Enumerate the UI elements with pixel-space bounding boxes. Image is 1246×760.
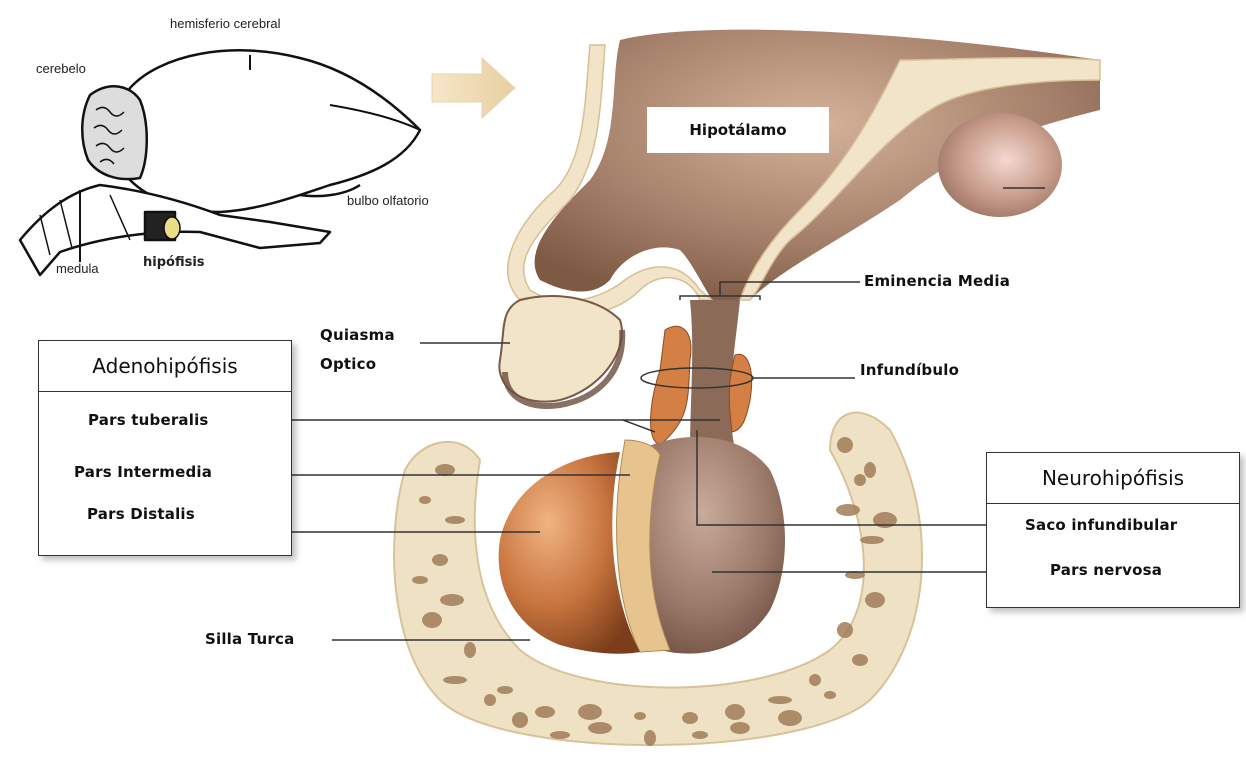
bone-pore xyxy=(644,730,656,746)
mammillary-bulb xyxy=(938,113,1062,217)
bone-pore xyxy=(497,686,513,694)
bone-pore xyxy=(837,437,853,453)
label-hipotalamo: Hipotálamo xyxy=(647,107,829,153)
label-medula: medula xyxy=(56,261,99,276)
bone-pore xyxy=(778,710,802,726)
bone-pore xyxy=(725,704,745,720)
bone-pore xyxy=(824,691,836,699)
label-saco-infundibular: Saco infundibular xyxy=(1025,516,1177,534)
bone-pore xyxy=(419,496,431,504)
label-pars-intermedia: Pars Intermedia xyxy=(74,463,212,481)
bone-pore xyxy=(443,676,467,684)
bone-pore xyxy=(484,694,496,706)
bone-pore xyxy=(768,696,792,704)
brain-sketch xyxy=(20,50,420,275)
bone-pore xyxy=(682,712,698,724)
bone-pore xyxy=(445,516,465,524)
adenohipofisis-box: Adenohipófisis xyxy=(38,340,292,556)
label-bulbo-olfatorio: bulbo olfatorio xyxy=(347,193,429,208)
bone-pore xyxy=(854,474,866,486)
bone-pore xyxy=(634,712,646,720)
bone-pore xyxy=(435,464,455,476)
label-eminencia-media: Eminencia Media xyxy=(864,272,1010,290)
pointer-arrow xyxy=(432,58,515,118)
bone-pore xyxy=(578,704,602,720)
label-silla-turca: Silla Turca xyxy=(205,630,294,648)
bone-pore xyxy=(512,712,528,728)
label-hipofisis: hipófisis xyxy=(143,255,205,270)
bone-pore xyxy=(730,722,750,734)
bone-pore xyxy=(464,642,476,658)
bone-pore xyxy=(860,536,884,544)
bone-pore xyxy=(550,731,570,739)
label-hemisferio-cerebral: hemisferio cerebral xyxy=(170,16,281,31)
bone-pore xyxy=(535,706,555,718)
bone-pore xyxy=(692,731,708,739)
bone-pore xyxy=(836,504,860,516)
bone-pore xyxy=(852,654,868,666)
bone-pore xyxy=(432,554,448,566)
bone-pore xyxy=(865,592,885,608)
bone-pore xyxy=(440,594,464,606)
bone-pore xyxy=(837,622,853,638)
adenohipofisis-title: Adenohipófisis xyxy=(39,341,291,392)
bone-pore xyxy=(809,674,821,686)
label-pars-nervosa: Pars nervosa xyxy=(1050,561,1162,579)
label-cerebelo: cerebelo xyxy=(36,61,86,76)
bone-pore xyxy=(864,462,876,478)
bone-pore xyxy=(412,576,428,584)
neurohipofisis-title: Neurohipófisis xyxy=(987,453,1239,504)
label-quiasma: Quiasma xyxy=(320,326,395,344)
label-pars-tuberalis: Pars tuberalis xyxy=(88,411,209,429)
label-optico: Optico xyxy=(320,355,376,373)
label-pars-distalis: Pars Distalis xyxy=(87,505,195,523)
bone-pore xyxy=(422,612,442,628)
label-infundibulo: Infundíbulo xyxy=(860,361,959,379)
bone-pore xyxy=(588,722,612,734)
